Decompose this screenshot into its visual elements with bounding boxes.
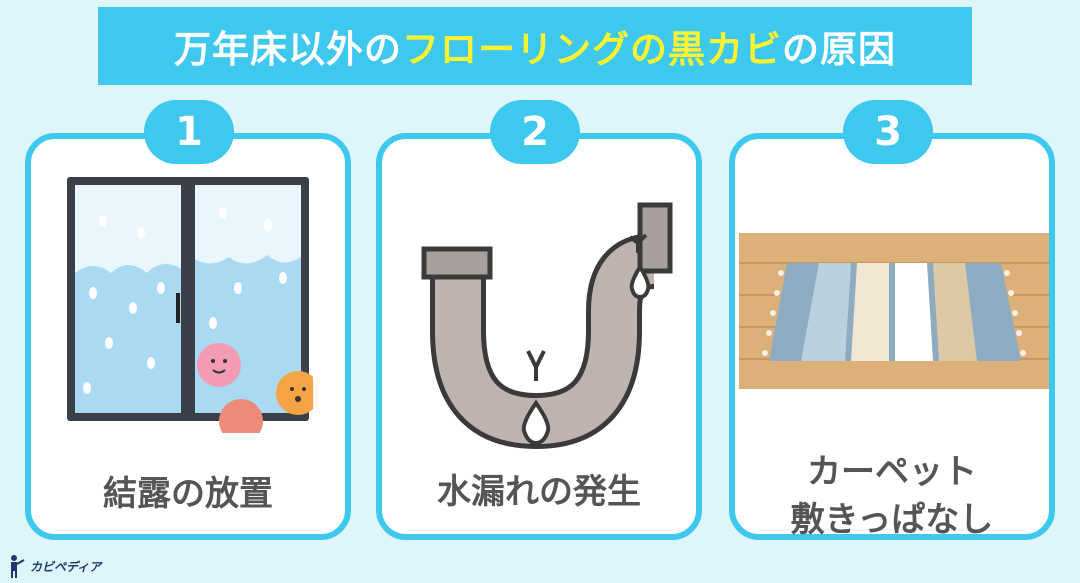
card-condensation: 結露の放置 bbox=[25, 133, 351, 540]
card-1-label: 結露の放置 bbox=[103, 474, 273, 514]
card-3-label-line1: カーペット bbox=[807, 452, 977, 492]
title-part1: 万年床以外の bbox=[174, 28, 402, 71]
card-water-leak: 水漏れの発生 bbox=[376, 133, 702, 540]
card-3-label-line2: 敷きっぱなし bbox=[790, 500, 994, 540]
window-condensation-icon bbox=[67, 177, 313, 433]
card-1-number-badge: 1 bbox=[144, 100, 234, 164]
title-part2: の原因 bbox=[782, 28, 896, 71]
brand-logo: カビペディア bbox=[6, 553, 101, 579]
page-title: 万年床以外のフローリングの黒カビの原因 bbox=[98, 7, 972, 85]
card-2-number-badge: 2 bbox=[490, 100, 580, 164]
leaking-pipe-icon bbox=[421, 202, 673, 450]
card-3-number-badge: 3 bbox=[843, 100, 933, 164]
carpet-on-floor-icon bbox=[739, 233, 1049, 389]
card-carpet: カーペット 敷きっぱなし bbox=[729, 133, 1055, 540]
logo-text: カビペディア bbox=[30, 559, 102, 574]
person-sprayer-icon bbox=[11, 555, 25, 578]
card-2-label: 水漏れの発生 bbox=[437, 472, 641, 512]
title-highlight: フローリングの黒カビ bbox=[402, 28, 782, 71]
